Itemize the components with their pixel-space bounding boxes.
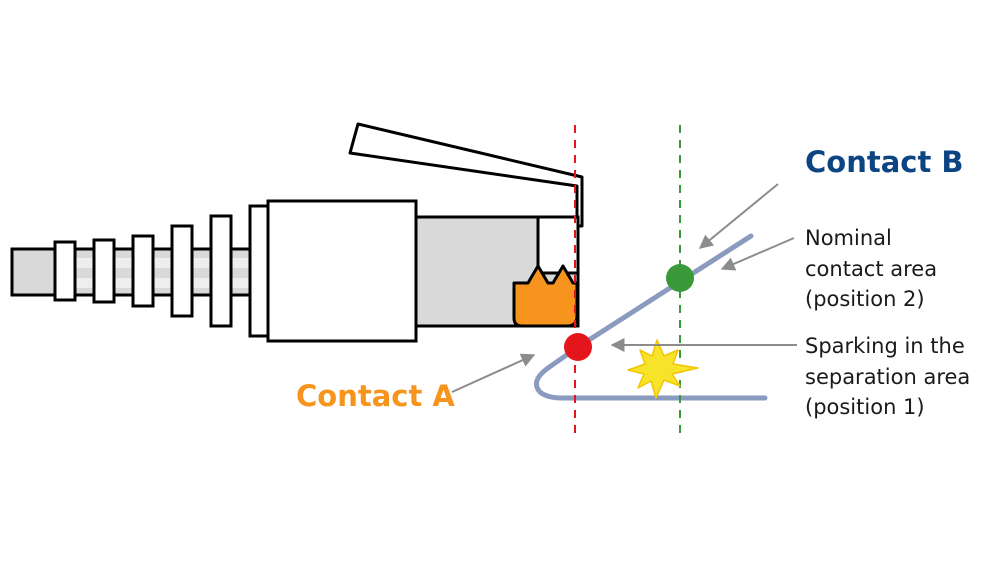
plug-contact-slot bbox=[536, 215, 580, 275]
plug-latch bbox=[348, 122, 584, 228]
contact-a-label: Contact A bbox=[296, 379, 455, 413]
contact-b-dot bbox=[666, 264, 694, 292]
strain-relief-rib bbox=[209, 214, 233, 328]
contact-a-arrow bbox=[451, 353, 536, 393]
cable-inner-lower bbox=[60, 278, 260, 288]
nominal-area-arrow bbox=[720, 237, 795, 271]
contact-a-dot bbox=[564, 333, 592, 361]
strain-relief-rib bbox=[170, 224, 194, 318]
plug-contact-a-blade bbox=[512, 264, 579, 328]
strain-relief-rib bbox=[53, 240, 77, 302]
sparking-label-line-2: separation area bbox=[805, 365, 970, 389]
cable-inner-upper bbox=[60, 258, 260, 268]
nominal-area-label-line-2: contact area bbox=[805, 257, 937, 281]
nominal-area-label-line-3: (position 2) bbox=[805, 287, 925, 311]
contact-b-arrow bbox=[698, 183, 779, 249]
contact-b-label: Contact B bbox=[805, 145, 964, 179]
plug-boot bbox=[266, 199, 418, 343]
spring-contact bbox=[533, 233, 768, 401]
strain-relief-rib bbox=[92, 238, 116, 304]
spark-icon bbox=[627, 339, 699, 399]
callout-arrows bbox=[451, 183, 797, 393]
strain-relief-rib bbox=[131, 234, 155, 308]
plug bbox=[266, 122, 584, 343]
sparking-label-line-1: Sparking in the bbox=[805, 334, 965, 358]
nominal-area-label-line-1: Nominal bbox=[805, 226, 892, 250]
strain-relief bbox=[53, 204, 272, 338]
sparking-label-line-3: (position 1) bbox=[805, 395, 925, 419]
